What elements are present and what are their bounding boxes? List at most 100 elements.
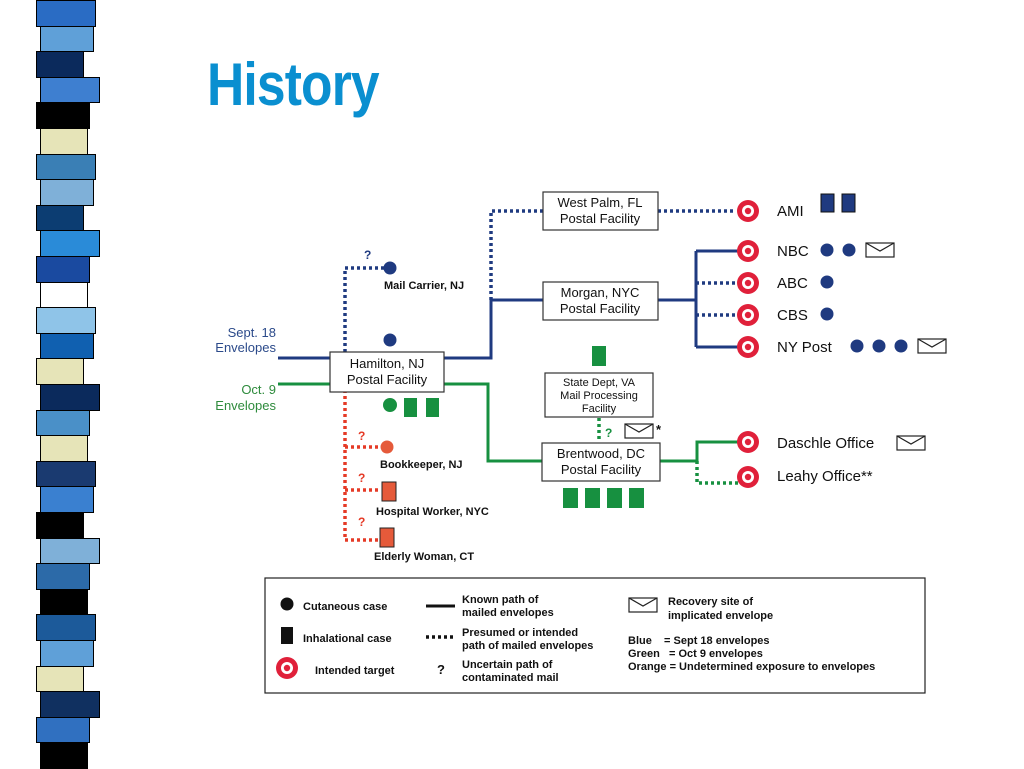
legend: Cutaneous case Inhalational case Intende… [264, 577, 926, 694]
stripe-block [40, 435, 88, 462]
case-label-hospital-worker: Hospital Worker, NYC [376, 506, 489, 518]
path-orange-trunk [343, 390, 380, 542]
stripe-block [36, 256, 90, 283]
facility-brentwood: Brentwood, DC Postal Facility [541, 442, 661, 482]
case-label-bookkeeper: Bookkeeper, NJ [380, 459, 463, 471]
svg-text:West Palm, FL: West Palm, FL [557, 195, 642, 210]
target-label-abc: ABC [777, 275, 808, 292]
path-to-daschle [660, 440, 738, 463]
target-icon [737, 200, 759, 222]
legend-recovery-line1: Recovery site of [668, 596, 753, 608]
facility-state-dept: State Dept, VA Mail Processing Facility [544, 372, 654, 418]
cutaneous-case-icon [280, 597, 294, 611]
legend-target: Intended target [315, 665, 395, 677]
case-label-elderly-woman: Elderly Woman, CT [374, 551, 474, 563]
stripe-block [40, 179, 94, 206]
svg-text:Postal Facility: Postal Facility [347, 372, 428, 387]
svg-text:Postal Facility: Postal Facility [561, 462, 642, 477]
target-icon [737, 304, 759, 326]
uncertain-mark-bookkeeper: ? [358, 429, 365, 443]
cutaneous-case-icon [820, 307, 834, 321]
facility-west-palm: West Palm, FL Postal Facility [542, 191, 659, 231]
inhalational-case-icon [404, 398, 417, 417]
stripe-block [36, 204, 84, 232]
inhalational-case-icon [607, 488, 622, 508]
legend-known-line2: mailed envelopes [462, 607, 554, 619]
stripe-block [40, 588, 88, 616]
cutaneous-case-icon [820, 275, 834, 289]
source-oct9-line2: Envelopes [215, 398, 276, 413]
inhalational-case-icon [629, 488, 644, 508]
source-oct9-line1: Oct. 9 [241, 382, 276, 397]
inhalational-case-icon [281, 627, 293, 644]
stripe-block [40, 25, 94, 53]
stripe-block [40, 486, 94, 513]
uncertain-mark-hospital-worker: ? [358, 471, 365, 485]
envelope-icon [624, 423, 654, 439]
state-dept-asterisk: * [656, 422, 662, 437]
inhalational-case-icon [841, 193, 856, 213]
legend-uncertain-line1: Uncertain path of [462, 659, 553, 671]
path-hamilton-to-brentwood [444, 382, 542, 463]
svg-text:Brentwood, DC: Brentwood, DC [557, 446, 645, 461]
path-to-leahy [695, 461, 738, 485]
target-icon [276, 657, 298, 679]
svg-text:Hamilton, NJ: Hamilton, NJ [350, 356, 424, 371]
target-label-ami: AMI [777, 203, 804, 220]
decorative-stripe-bar [0, 0, 115, 769]
svg-text:Postal Facility: Postal Facility [560, 301, 641, 316]
stripe-block [36, 716, 90, 744]
target-label-nbc: NBC [777, 243, 809, 260]
uncertain-mark-elderly-woman: ? [358, 515, 365, 529]
stripe-block [40, 281, 88, 309]
cutaneous-case-icon [850, 339, 864, 353]
inhalational-case-icon [426, 398, 439, 417]
inhalational-case-icon [592, 346, 606, 366]
envelope-icon [865, 242, 895, 258]
cutaneous-case-icon [820, 243, 834, 257]
cutaneous-case-icon [894, 339, 908, 353]
legend-color-orange: Orange = Undetermined exposure to envelo… [628, 661, 875, 673]
stripe-block [36, 307, 96, 334]
target-icon [737, 272, 759, 294]
target-label-leahy: Leahy Office** [777, 468, 873, 485]
svg-text:Morgan, NYC: Morgan, NYC [561, 285, 640, 300]
stripe-block [40, 76, 100, 104]
case-label-mail-carrier: Mail Carrier, NJ [384, 280, 464, 292]
path-hamilton-to-mail-carrier [343, 266, 388, 352]
source-sept18-line1: Sept. 18 [228, 325, 276, 340]
target-icon [737, 240, 759, 262]
path-to-west-palm [489, 209, 543, 300]
facility-morgan: Morgan, NYC Postal Facility [542, 281, 659, 321]
cutaneous-case-icon [842, 243, 856, 257]
uncertain-mark-legend: ? [437, 662, 445, 677]
inhalational-case-icon [563, 488, 578, 508]
stripe-block [36, 358, 84, 385]
legend-uncertain-line2: contaminated mail [462, 672, 559, 684]
stripe-block [36, 153, 96, 181]
inhalational-case-icon [820, 193, 835, 213]
svg-text:Postal Facility: Postal Facility [560, 211, 641, 226]
legend-color-blue: Blue = Sept 18 envelopes [628, 635, 770, 647]
envelope-icon [917, 338, 947, 354]
inhalational-case-icon [379, 527, 395, 548]
target-icon [737, 431, 759, 453]
stripe-block [40, 691, 100, 718]
legend-presumed-line1: Presumed or intended [462, 627, 578, 639]
svg-text:State Dept, VA: State Dept, VA [563, 377, 636, 389]
inhalational-case-icon [585, 488, 600, 508]
envelope-icon [896, 435, 926, 451]
cutaneous-case-icon [383, 398, 397, 412]
legend-recovery-line2: implicated envelope [668, 610, 773, 622]
stripe-block [36, 665, 84, 693]
source-sept18-line2: Envelopes [215, 340, 276, 355]
legend-color-green: Green = Oct 9 envelopes [628, 648, 763, 660]
uncertain-mark-state-dept: ? [605, 426, 612, 440]
slide-title: History [207, 51, 380, 118]
target-label-daschle: Daschle Office [777, 435, 874, 452]
svg-text:Facility: Facility [582, 403, 617, 415]
cutaneous-case-icon [383, 261, 397, 275]
facility-hamilton: Hamilton, NJ Postal Facility [329, 351, 445, 393]
legend-cutaneous: Cutaneous case [303, 601, 387, 613]
